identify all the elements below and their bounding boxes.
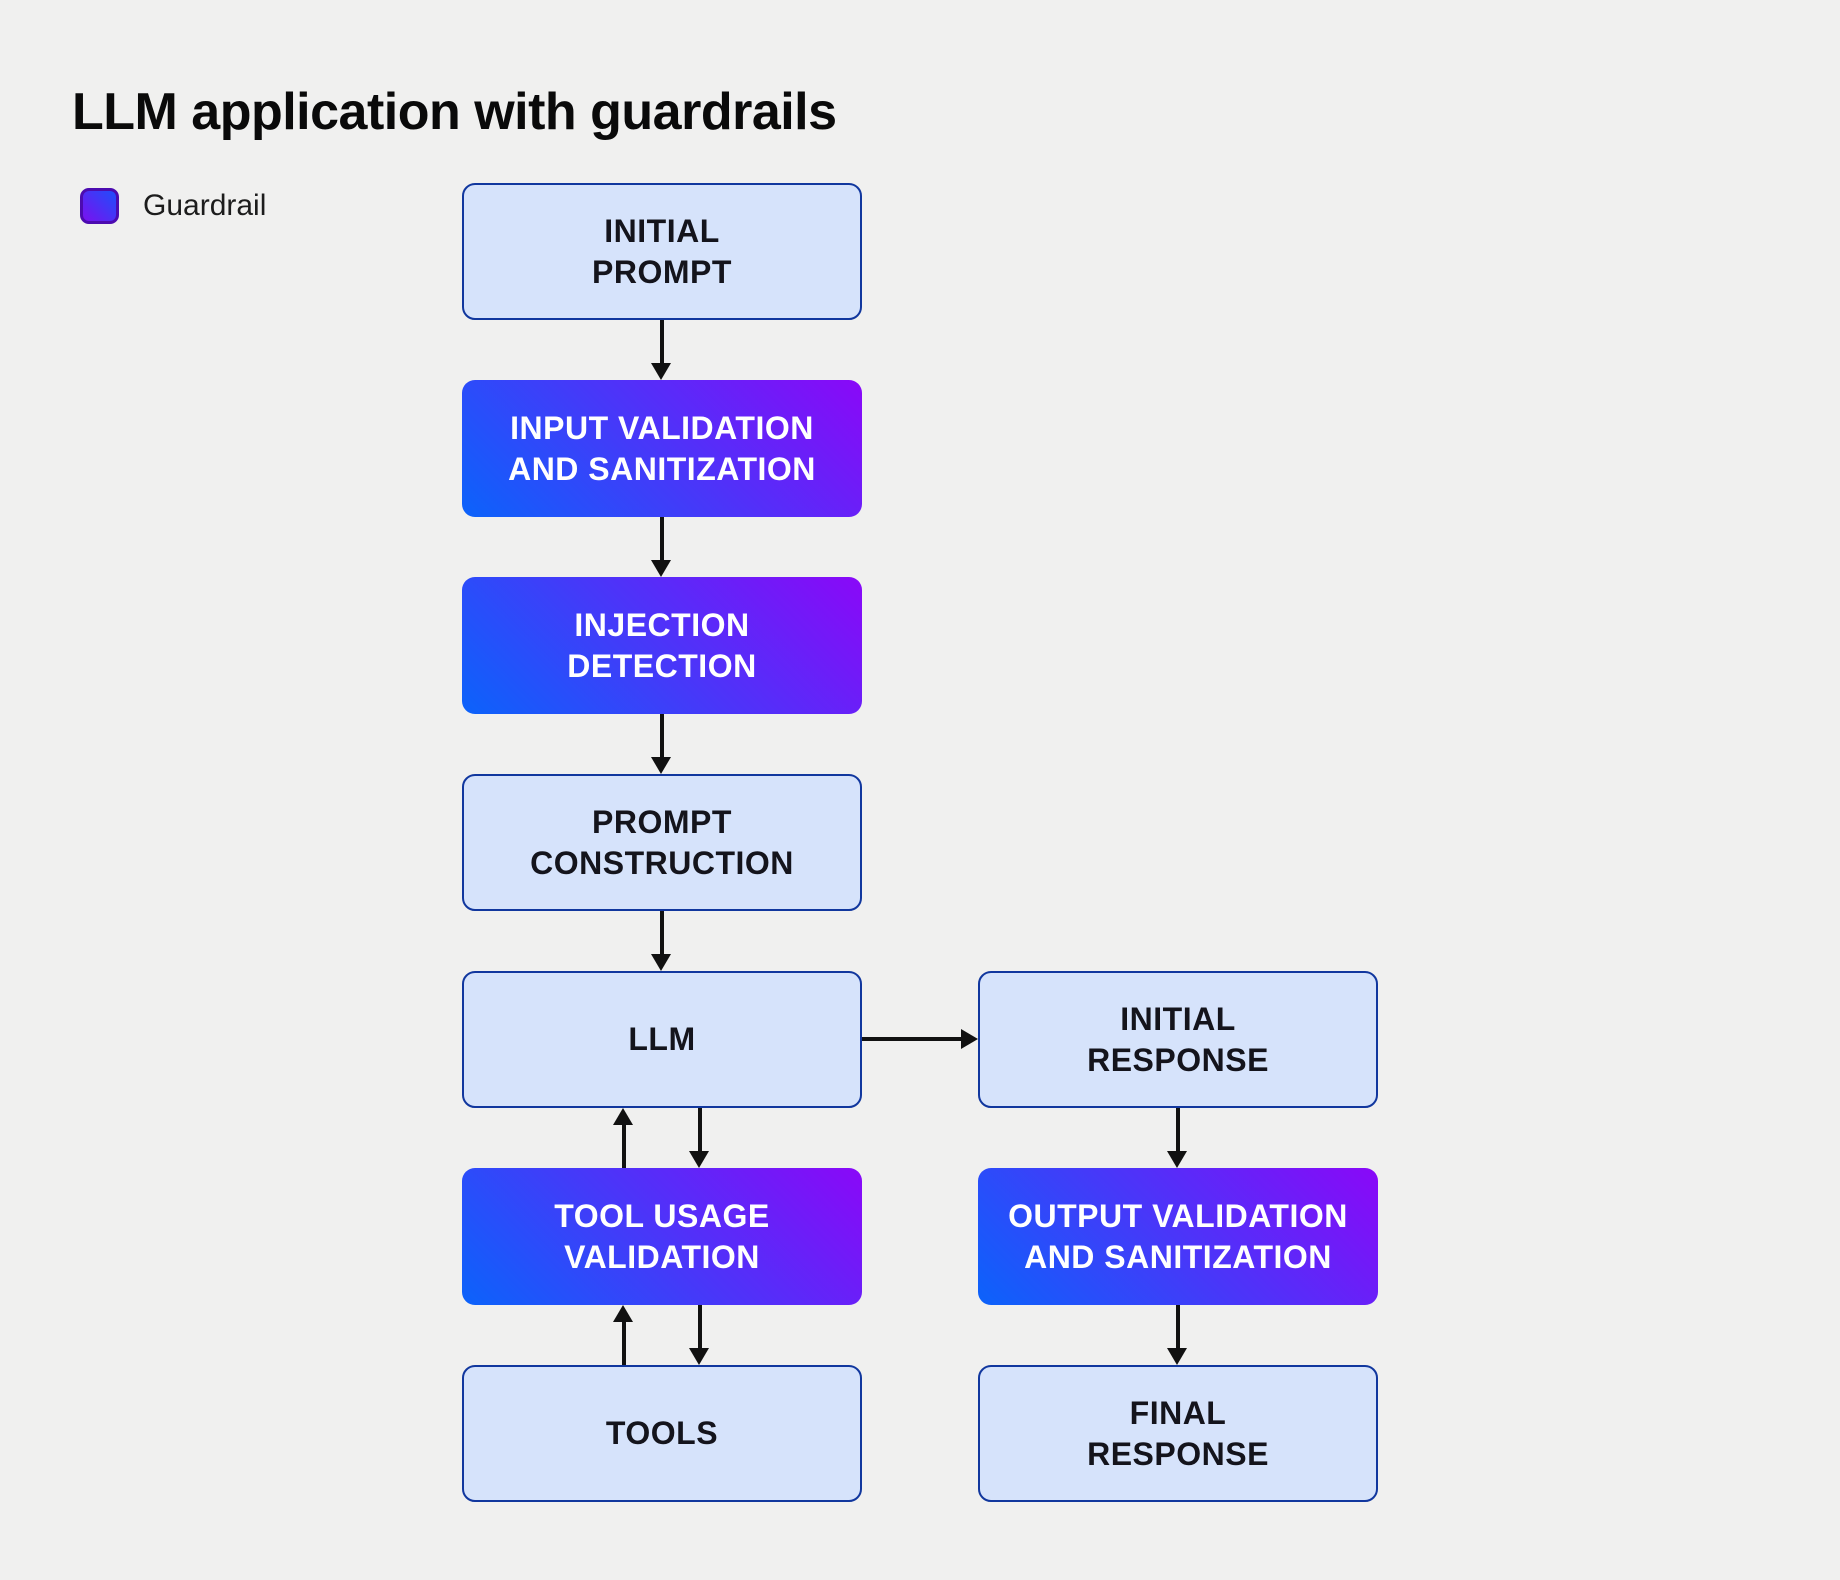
arrow-shaft xyxy=(1176,1305,1180,1350)
node-input-validation: INPUT VALIDATION AND SANITIZATION xyxy=(462,380,862,517)
node-prompt-construction-label: PROMPT CONSTRUCTION xyxy=(530,803,794,881)
guardrail-legend-swatch xyxy=(80,188,119,224)
arrowhead-down-icon xyxy=(651,757,671,774)
node-tool-usage-validation: TOOL USAGE VALIDATION xyxy=(462,1168,862,1305)
node-tools-label: TOOLS xyxy=(605,1415,719,1451)
legend: Guardrail xyxy=(80,188,266,224)
node-initial-prompt: INITIAL PROMPT xyxy=(462,183,862,320)
node-tool-usage-validation-label: TOOL USAGE VALIDATION xyxy=(554,1197,770,1275)
arrow-shaft xyxy=(660,911,664,956)
node-input-validation-label: INPUT VALIDATION AND SANITIZATION xyxy=(508,409,816,487)
node-tools: TOOLS xyxy=(462,1365,862,1502)
arrowhead-down-icon xyxy=(689,1151,709,1168)
node-injection-detection-label: INJECTION DETECTION xyxy=(567,606,757,684)
arrow-shaft xyxy=(698,1305,702,1350)
arrowhead-down-icon xyxy=(651,363,671,380)
arrowhead-up-icon xyxy=(613,1305,633,1322)
node-output-validation-label: OUTPUT VALIDATION AND SANITIZATION xyxy=(1008,1197,1348,1275)
arrow-shaft xyxy=(862,1037,961,1041)
arrowhead-down-icon xyxy=(689,1348,709,1365)
node-initial-prompt-label: INITIAL PROMPT xyxy=(592,212,732,290)
node-initial-response: INITIAL RESPONSE xyxy=(978,971,1378,1108)
node-injection-detection: INJECTION DETECTION xyxy=(462,577,862,714)
arrow-shaft xyxy=(660,714,664,759)
node-final-response: FINAL RESPONSE xyxy=(978,1365,1378,1502)
arrow-shaft xyxy=(622,1320,626,1365)
node-final-response-label: FINAL RESPONSE xyxy=(1087,1394,1269,1472)
arrowhead-down-icon xyxy=(1167,1348,1187,1365)
arrow-shaft xyxy=(1176,1108,1180,1153)
node-llm: LLM xyxy=(462,971,862,1108)
arrowhead-right-icon xyxy=(961,1029,978,1049)
node-output-validation: OUTPUT VALIDATION AND SANITIZATION xyxy=(978,1168,1378,1305)
arrowhead-up-icon xyxy=(613,1108,633,1125)
guardrail-legend-label: Guardrail xyxy=(143,189,267,222)
arrow-shaft xyxy=(660,517,664,562)
arrow-shaft xyxy=(698,1108,702,1153)
node-prompt-construction: PROMPT CONSTRUCTION xyxy=(462,774,862,911)
arrowhead-down-icon xyxy=(1167,1151,1187,1168)
arrow-shaft xyxy=(660,320,664,365)
arrowhead-down-icon xyxy=(651,560,671,577)
arrowhead-down-icon xyxy=(651,954,671,971)
node-initial-response-label: INITIAL RESPONSE xyxy=(1087,1000,1269,1078)
page-title: LLM application with guardrails xyxy=(72,83,837,141)
node-llm-label: LLM xyxy=(628,1021,696,1057)
arrow-shaft xyxy=(622,1123,626,1168)
